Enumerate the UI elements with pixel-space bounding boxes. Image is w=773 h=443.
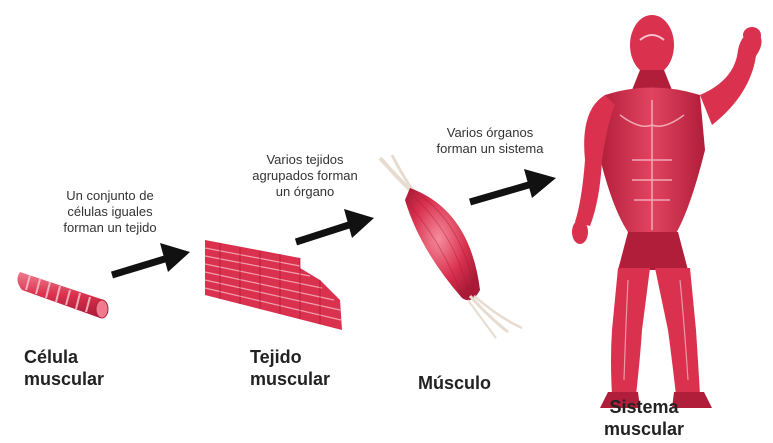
muscular-system-illustration (572, 15, 762, 408)
arrow-cell-to-tissue-icon (110, 243, 190, 279)
label-muscle-cell: Célula muscular (24, 347, 105, 389)
arrow-organ-to-system-icon (469, 169, 556, 206)
caption-cells-to-tissue: Un conjunto de células iguales forman un… (63, 188, 157, 235)
muscle-tissue-illustration (204, 240, 342, 330)
label-muscle-organ: Músculo (418, 373, 492, 393)
label-muscle-tissue: Tejido muscular (250, 347, 331, 389)
muscle-cell-illustration (17, 272, 109, 319)
caption-tissues-to-organ: Varios tejidos agrupados forman un órgan… (252, 152, 358, 199)
arrow-tissue-to-organ-icon (294, 209, 374, 246)
label-muscular-system: Sistema muscular (604, 397, 685, 439)
muscle-organ-illustration (378, 154, 523, 339)
caption-organs-to-system: Varios órganos forman un sistema (436, 125, 544, 156)
